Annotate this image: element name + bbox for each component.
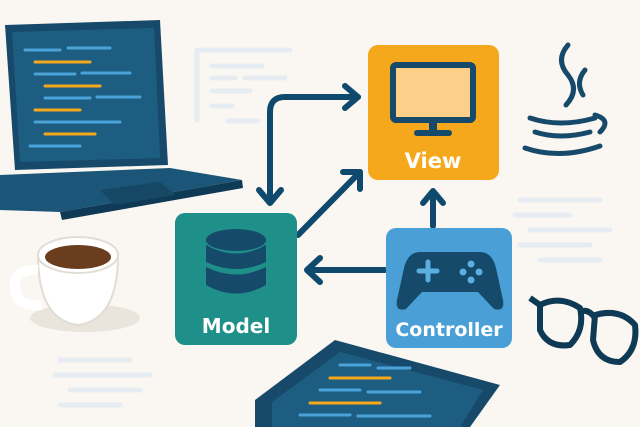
model-label: Model: [202, 314, 270, 338]
java-logo-icon: [522, 42, 608, 157]
monitor-icon: [390, 62, 476, 136]
background-document-icon: [52, 47, 613, 408]
coffee-cup-icon: [9, 236, 140, 332]
tablet-icon: [255, 340, 500, 427]
view-node[interactable]: View: [368, 45, 499, 180]
arrow-model-view-bidirectional: [267, 94, 361, 201]
glasses-icon: [528, 295, 639, 365]
laptop-icon: [0, 20, 243, 220]
gamepad-icon: [396, 252, 504, 310]
arrows: [256, 83, 446, 285]
model-node[interactable]: Model: [175, 213, 297, 345]
arrow-model-to-view: [295, 169, 363, 238]
view-label: View: [405, 149, 462, 173]
controller-label: Controller: [395, 319, 503, 341]
database-icon: [206, 229, 266, 294]
controller-node[interactable]: Controller: [386, 228, 512, 348]
